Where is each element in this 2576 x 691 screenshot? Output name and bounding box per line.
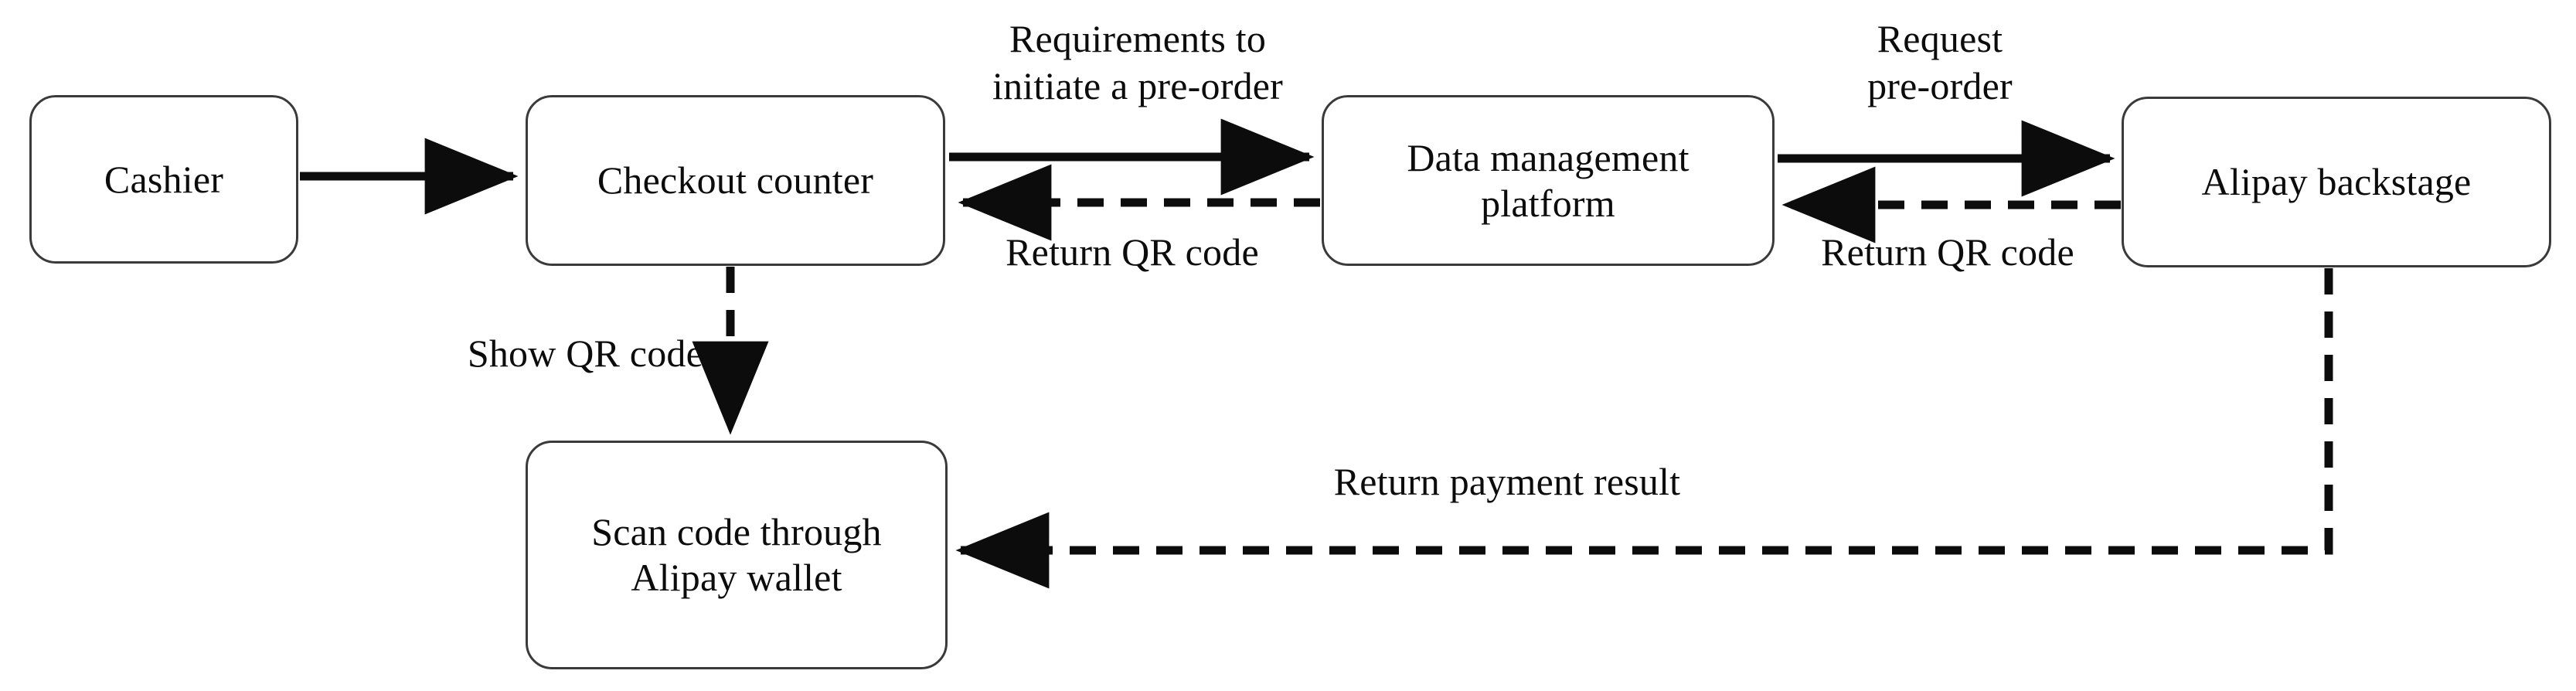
edge-label-show-qr-code: Show QR code [467,332,703,375]
node-data-management-platform[interactable]: Data management platform [1322,95,1775,266]
node-cashier[interactable]: Cashier [29,95,298,264]
edge-label-return-qr-code-right: Return QR code [1821,230,2074,274]
node-scan-code-alipay-wallet[interactable]: Scan code through Alipay wallet [526,441,948,669]
node-checkout-counter-label: Checkout counter [597,158,874,202]
node-checkout-counter[interactable]: Checkout counter [526,95,945,266]
edge-alipay-to-scan [955,268,2333,589]
node-alipay-backstage[interactable]: Alipay backstage [2122,97,2551,267]
edge-label-request-pre-order: Request pre-order [1867,17,2013,107]
node-data-management-platform-label: Data management platform [1407,135,1690,225]
node-scan-code-alipay-wallet-label: Scan code through Alipay wallet [591,510,882,599]
edge-label-return-qr-code-left: Return QR code [1006,230,1259,274]
edge-label-requirements-to-initiate-pre-order: Requirements to initiate a pre-order [992,17,1284,107]
node-alipay-backstage-label: Alipay backstage [2201,160,2472,203]
edge-label-return-payment-result: Return payment result [1333,460,1681,503]
node-cashier-label: Cashier [104,157,224,201]
